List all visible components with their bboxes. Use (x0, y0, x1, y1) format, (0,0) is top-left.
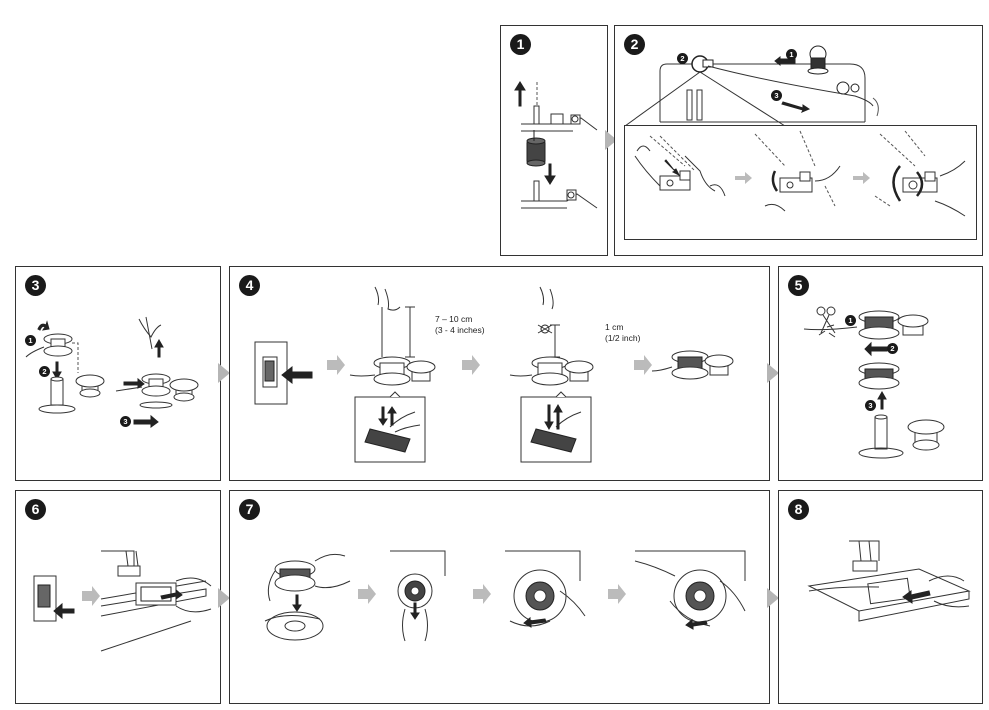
trim-length-imperial-label: (1/2 inch) (605, 333, 641, 343)
step-1-badge: 1 (510, 34, 531, 55)
step-2-callout-3: 3 (771, 90, 782, 101)
step-4-panel: 4 (229, 266, 770, 481)
winding-length-imperial-label: (3 - 4 inches) (435, 325, 485, 335)
step-5-badge: 5 (788, 275, 809, 296)
needle-plate-cover-illustration (807, 540, 971, 622)
step-2-callout-2: 2 (677, 53, 688, 64)
step-5-callout-2: 2 (887, 343, 898, 354)
flow-arrow (218, 588, 230, 608)
needle-plate-illustration (33, 550, 212, 652)
step-2-badge: 2 (624, 34, 645, 55)
step-3-panel: 3 1 2 3 (15, 266, 221, 481)
step-3-badge: 3 (25, 275, 46, 296)
flow-arrow (767, 363, 779, 383)
trim-length-label: 1 cm (605, 322, 624, 332)
spool-pin-illustration (514, 81, 598, 209)
bobbin-winder-illustration (25, 316, 199, 428)
flow-arrow (767, 588, 779, 608)
step-6-badge: 6 (25, 499, 46, 520)
step-8-panel: 8 (778, 490, 983, 704)
step-3-callout-3: 3 (120, 416, 131, 427)
step-8-badge: 8 (788, 499, 809, 520)
step-3-callout-1: 1 (25, 335, 36, 346)
step-6-panel: 6 (15, 490, 221, 704)
step-5-callout-3: 3 (865, 400, 876, 411)
bobbin-winding-illustration (254, 286, 734, 463)
step-2-callout-1: 1 (786, 49, 797, 60)
bobbin-insertion-illustration (264, 550, 746, 642)
winding-length-label: 7 – 10 cm (435, 314, 473, 324)
thread-guide-illustration (624, 45, 879, 127)
thread-guide-detail (634, 130, 966, 217)
step-5-panel: 5 1 2 3 (778, 266, 983, 481)
step-2-panel: 2 1 2 3 (614, 25, 983, 256)
step-3-callout-2: 2 (39, 366, 50, 377)
step-2-detail-inset (624, 125, 977, 240)
step-7-badge: 7 (239, 499, 260, 520)
step-4-badge: 4 (239, 275, 260, 296)
step-5-callout-1: 1 (845, 315, 856, 326)
bobbin-removal-illustration (803, 306, 945, 459)
step-1-panel: 1 (500, 25, 608, 256)
step-7-panel: 7 (229, 490, 770, 704)
flow-arrow (218, 363, 230, 383)
